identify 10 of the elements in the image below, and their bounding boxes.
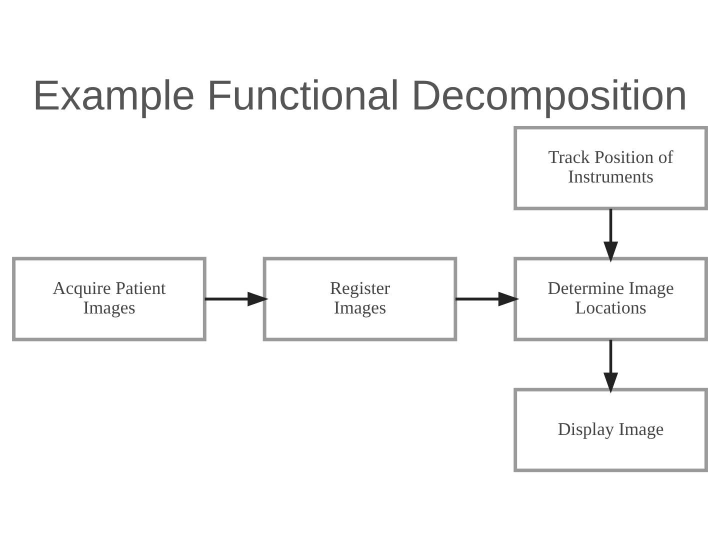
node-box: Acquire Patient Images xyxy=(12,256,206,341)
arrow xyxy=(603,339,618,394)
diagram-title: Example Functional Decomposition xyxy=(32,71,688,118)
node-box: Display Image xyxy=(514,387,708,472)
node-box: Register Images xyxy=(262,256,458,341)
arrow xyxy=(456,291,520,306)
node-box: Track Position of Instruments xyxy=(514,125,708,210)
node-box: Determine Image Locations xyxy=(514,256,708,341)
arrow xyxy=(603,208,618,262)
arrow xyxy=(204,291,269,306)
